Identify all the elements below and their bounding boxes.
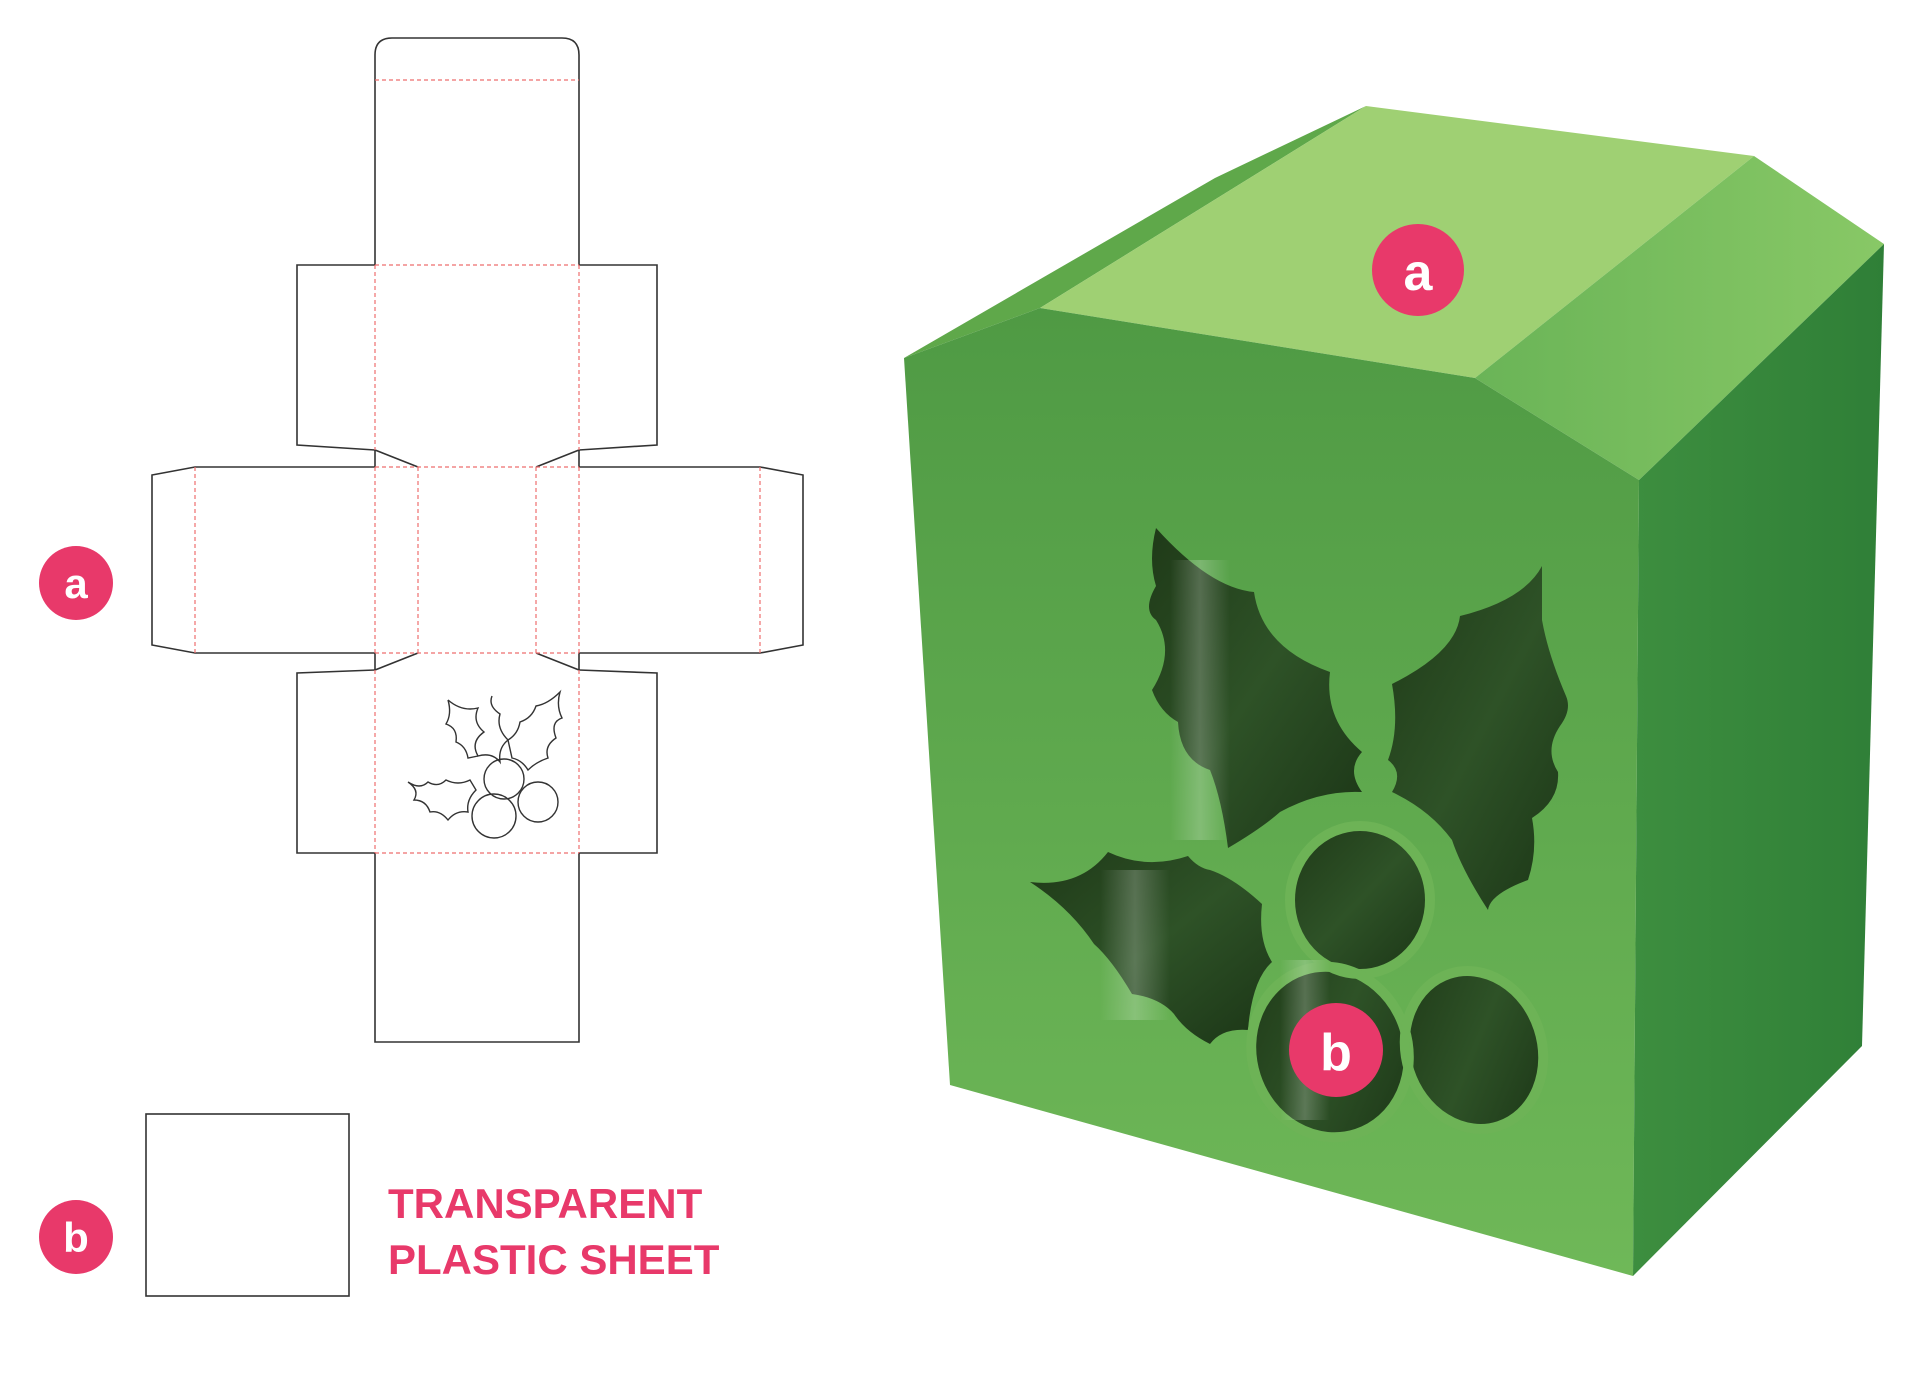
box-side-face <box>1633 244 1884 1276</box>
fold-lines <box>194 79 761 854</box>
box-bevel-right <box>1475 156 1884 480</box>
bottom-panel <box>374 853 580 1043</box>
caption-line-2: PLASTIC SHEET <box>388 1236 720 1283</box>
plastic-sheet-outline <box>145 1113 350 1297</box>
window-leaf-upper-right <box>1388 566 1568 910</box>
svg-text:b: b <box>1320 1024 1352 1082</box>
right-end-panels <box>578 450 804 670</box>
window-berry-top <box>1290 826 1430 974</box>
upper-left-flap <box>296 264 376 451</box>
badge-b-left: b <box>39 1200 113 1274</box>
svg-text:a: a <box>64 560 88 607</box>
sheen-2 <box>1100 870 1170 1020</box>
holly-cutout-outline <box>407 689 563 839</box>
upper-right-flap <box>578 264 658 451</box>
berry-rim-right <box>1399 966 1549 1134</box>
badge-a-box: a <box>1372 224 1464 316</box>
box-bevel-left <box>904 106 1366 358</box>
lower-left-flap <box>296 669 376 854</box>
lower-right-flap <box>578 669 658 854</box>
caption-line-1: TRANSPARENT <box>388 1180 703 1227</box>
left-end-panels <box>151 450 376 670</box>
badge-b-box: b <box>1289 1003 1383 1097</box>
dieline <box>145 37 804 1297</box>
window-berry-right <box>1404 971 1544 1129</box>
center-tabs <box>374 449 580 671</box>
tuck-flap-top <box>374 37 580 265</box>
badge-a-left: a <box>39 546 113 620</box>
sheen-1 <box>1170 560 1230 840</box>
svg-text:b: b <box>63 1214 89 1261</box>
svg-text:a: a <box>1404 244 1434 302</box>
